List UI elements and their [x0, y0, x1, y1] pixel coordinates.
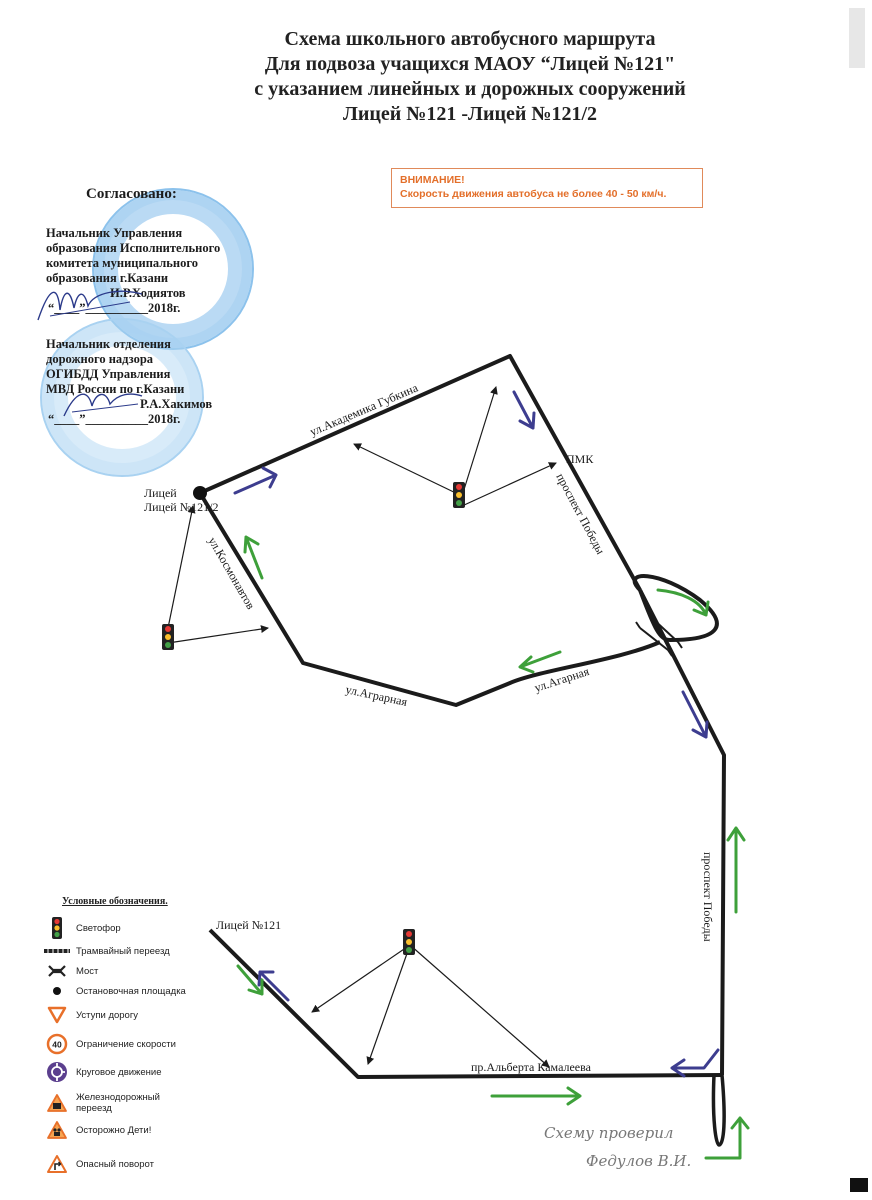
approval-2-line-1: Начальник отделения [46, 337, 171, 351]
traffic-light-lines [167, 386, 557, 1068]
legend-label: Осторожно Дети! [76, 1124, 152, 1136]
bus-stop-marker [193, 486, 207, 500]
legend-label: Трамвайный переезд [76, 945, 170, 957]
bridge-marker [635, 611, 683, 657]
dangerous-turn-icon [44, 1154, 70, 1174]
legend-item-tram-crossing: Трамвайный переезд [44, 941, 170, 961]
approval-heading: Согласовано: [86, 186, 177, 202]
approval-1-name: И.Р.Ходиятов [110, 286, 186, 300]
legend-item-traffic-light: Светофор [44, 917, 121, 939]
title-line-4: Лицей №121 -Лицей №121/2 [342, 103, 598, 125]
approval-1-line-4: образования г.Казани [46, 271, 169, 285]
label-liceum-121: Лицей №121 [216, 918, 281, 932]
traffic-light-icon [453, 482, 465, 508]
legend-item-dangerous-turn: Опасный поворот [44, 1154, 154, 1174]
route-line-loop [632, 574, 719, 643]
warning-heading: ВНИМАНИЕ! [400, 174, 465, 186]
legend-item-bus-stop: Остановочная площадка [44, 981, 186, 1001]
bus-stop-icon [44, 986, 70, 996]
legend-item-yield: Уступи дорогу [44, 1005, 138, 1025]
bridge-icon [44, 964, 70, 978]
warning-text: Скорость движения автобуса не более 40 -… [400, 188, 667, 200]
tram-crossing-icon [44, 947, 70, 955]
traffic-light-icon [162, 624, 174, 650]
traffic-light-icon [403, 929, 415, 955]
label-pmk: ПМК [566, 452, 594, 466]
legend-label: Мост [76, 965, 99, 977]
scan-edge-mark [849, 8, 865, 68]
official-stamp-2 [40, 318, 204, 477]
direction-arrows-blue [233, 390, 720, 1078]
approval-2-line-4: МВД России по г.Казани [46, 382, 185, 396]
approval-1-line-2: образования Исполнительного [46, 241, 221, 255]
title-line-1: Схема школьного автобусного маршрута [284, 28, 656, 50]
approval-2-line-3: ОГИБДД Управления [46, 367, 171, 381]
legend-item-children: Осторожно Дети! [44, 1120, 151, 1140]
speed-limit-value: 40 [52, 1040, 62, 1050]
label-agrarnaya-2: ул.Аграрная [344, 682, 409, 709]
approval-2-date: “____”__________2018г. [48, 412, 181, 426]
legend-label: Ограничение скорости [76, 1038, 176, 1050]
legend-label: Железнодорожный переезд [76, 1092, 160, 1114]
approval-1-line-3: комитета муниципального [46, 256, 198, 270]
legend-item-roundabout: Круговое движение [44, 1062, 162, 1082]
label-liceum-121-2-line1: Лицей [144, 486, 177, 500]
legend-item-railway: Железнодорожный переезд [44, 1090, 166, 1116]
railway-crossing-icon [44, 1093, 70, 1113]
handwritten-note-line-1: Схему проверил [544, 1124, 674, 1142]
handwritten-note-line-2: Федулов В.И. [586, 1152, 692, 1170]
speed-limit-icon: 40 [44, 1033, 70, 1055]
route-line-kamaleev [208, 928, 723, 1079]
title-line-3: с указанием линейных и дорожных сооружен… [254, 78, 686, 100]
legend-title: Условные обозначения. [62, 896, 168, 907]
approval-block-1: Начальник Управления образования Исполни… [46, 226, 220, 316]
legend-label: Опасный поворот [76, 1158, 154, 1170]
label-akademika-gubkina: ул.Академика Губкина [308, 380, 421, 438]
legend-label: Уступи дорогу [76, 1009, 139, 1021]
legend-label: Круговое движение [76, 1066, 162, 1078]
approval-1-date: “____”__________2018г. [48, 301, 181, 315]
signature-2 [63, 393, 143, 417]
route-line-agrarnaya [198, 491, 661, 707]
route-line-prospekt [638, 589, 726, 1076]
legend-item-speed-limit: 40 Ограничение скорости [44, 1033, 176, 1055]
approval-1-line-1: Начальник Управления [46, 226, 183, 240]
page-title: Схема школьного автобусного маршрута Для… [150, 27, 790, 127]
roundabout-icon [44, 1061, 70, 1083]
legend-label: Светофор [76, 922, 121, 934]
title-line-2: Для подвоза учащихся МАОУ “Лицей №121" [264, 53, 676, 75]
route-line-uturn [711, 1074, 726, 1147]
signature-1 [37, 290, 143, 321]
children-warning-icon [44, 1120, 70, 1140]
legend-label: Остановочная площадка [76, 985, 186, 997]
label-prospekt-pobedy-2: проспект Победы [701, 852, 715, 942]
approval-2-line-2: дорожного надзора [46, 352, 154, 366]
route-line-north [199, 354, 642, 591]
legend-item-bridge: Мост [44, 961, 98, 981]
label-liceum-121-2: Лицей №121/2 [144, 500, 219, 514]
direction-arrows-green [236, 535, 750, 1160]
approval-2-name: Р.А.Хакимов [140, 397, 213, 411]
approval-block-2: Начальник отделения дорожного надзора ОГ… [46, 337, 212, 427]
scan-corner-mark [850, 1178, 868, 1192]
yield-sign-icon [44, 1006, 70, 1024]
speed-warning-box: ВНИМАНИЕ! Скорость движения автобуса не … [391, 168, 703, 208]
label-albert-kamaleev: пр.Альберта Камалеева [471, 1060, 592, 1074]
traffic-light-icon [44, 917, 70, 939]
